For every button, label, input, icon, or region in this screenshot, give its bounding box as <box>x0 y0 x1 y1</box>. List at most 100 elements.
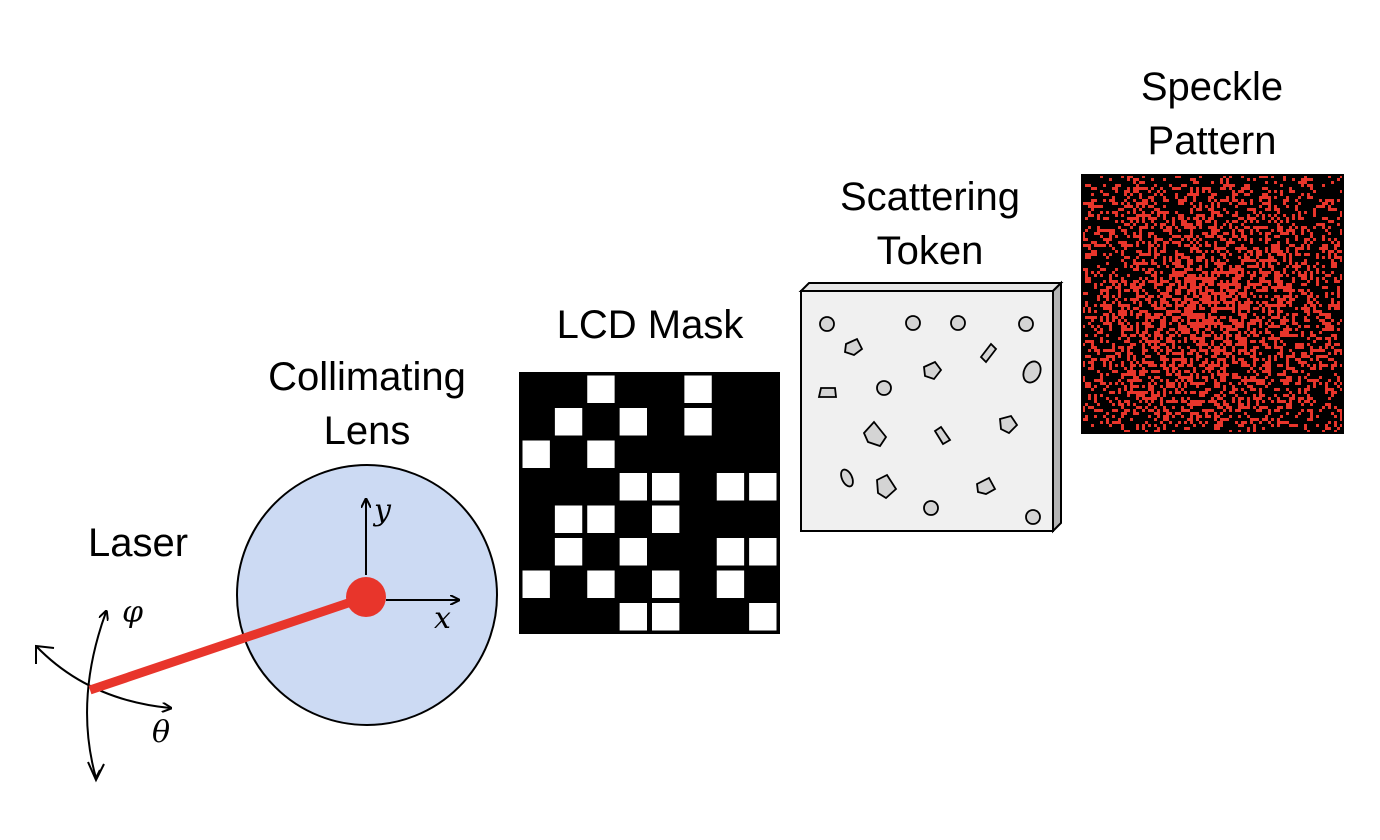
speckle-dot <box>1187 316 1190 319</box>
speckle-dot <box>1250 331 1253 334</box>
speckle-dot <box>1235 199 1238 202</box>
speckle-dot <box>1172 334 1175 337</box>
speckle-dot <box>1253 319 1256 322</box>
speckle-dot <box>1226 328 1229 331</box>
speckle-dot <box>1334 238 1337 241</box>
speckle-dot <box>1160 211 1163 214</box>
speckle-dot <box>1190 421 1193 424</box>
speckle-dot <box>1154 184 1157 187</box>
speckle-dot <box>1283 295 1286 298</box>
speckle-dot <box>1196 358 1199 361</box>
speckle-dot <box>1100 382 1103 385</box>
speckle-dot <box>1175 187 1178 190</box>
speckle-dot <box>1229 328 1232 331</box>
speckle-dot <box>1196 193 1199 196</box>
speckle-dot <box>1214 229 1217 232</box>
speckle-dot <box>1130 244 1133 247</box>
speckle-dot <box>1316 316 1319 319</box>
speckle-dot <box>1280 310 1283 313</box>
speckle-dot <box>1214 268 1217 271</box>
speckle-dot <box>1190 313 1193 316</box>
speckle-dot <box>1253 307 1256 310</box>
speckle-dot <box>1214 211 1217 214</box>
speckle-dot <box>1187 298 1190 301</box>
speckle-dot <box>1115 235 1118 238</box>
speckle-dot <box>1265 289 1268 292</box>
speckle-dot <box>1136 397 1139 400</box>
speckle-dot <box>1304 241 1307 244</box>
speckle-dot <box>1211 259 1214 262</box>
speckle-dot <box>1187 322 1190 325</box>
speckle-dot <box>1232 292 1235 295</box>
speckle-dot <box>1184 313 1187 316</box>
speckle-dot <box>1286 238 1289 241</box>
speckle-dot <box>1325 403 1328 406</box>
speckle-dot <box>1340 349 1343 352</box>
particle-ellipse <box>840 468 854 488</box>
speckle-dot <box>1223 367 1226 370</box>
speckle-dot <box>1145 202 1148 205</box>
speckle-dot <box>1214 334 1217 337</box>
speckle-dot <box>1280 373 1283 376</box>
speckle-dot <box>1304 427 1307 430</box>
speckle-dot <box>1220 253 1223 256</box>
speckle-dot <box>1193 400 1196 403</box>
speckle-dot <box>1238 403 1241 406</box>
speckle-dot <box>1226 283 1229 286</box>
speckle-dot <box>1130 265 1133 268</box>
speckle-dot <box>1166 349 1169 352</box>
speckle-dot <box>1157 346 1160 349</box>
speckle-dot <box>1301 307 1304 310</box>
speckle-dot <box>1199 256 1202 259</box>
speckle-dot <box>1325 247 1328 250</box>
speckle-dot <box>1268 421 1271 424</box>
speckle-dot <box>1094 334 1097 337</box>
speckle-dot <box>1121 241 1124 244</box>
speckle-dot <box>1178 304 1181 307</box>
speckle-dot <box>1268 205 1271 208</box>
speckle-dot <box>1292 322 1295 325</box>
speckle-dot <box>1094 244 1097 247</box>
speckle-dot <box>1277 397 1280 400</box>
speckle-dot <box>1160 319 1163 322</box>
speckle-dot <box>1310 235 1313 238</box>
scattering-token <box>798 280 1064 534</box>
speckle-dot <box>1301 331 1304 334</box>
speckle-dot <box>1238 268 1241 271</box>
speckle-dot <box>1244 307 1247 310</box>
speckle-dot <box>1331 241 1334 244</box>
speckle-dot <box>1124 373 1127 376</box>
speckle-dot <box>1199 238 1202 241</box>
speckle-dot <box>1157 427 1160 430</box>
speckle-dot <box>1142 427 1145 430</box>
speckle-dot <box>1208 400 1211 403</box>
speckle-dot <box>1223 346 1226 349</box>
speckle-dot <box>1103 268 1106 271</box>
speckle-dot <box>1262 337 1265 340</box>
speckle-dot <box>1277 316 1280 319</box>
token-label-line2: Token <box>877 229 984 273</box>
speckle-dot <box>1238 310 1241 313</box>
speckle-dot <box>1223 238 1226 241</box>
speckle-dot <box>1133 187 1136 190</box>
particle-polygon <box>844 337 864 357</box>
speckle-dot <box>1127 217 1130 220</box>
speckle-dot <box>1154 406 1157 409</box>
speckle-dot <box>1316 223 1319 226</box>
speckle-dot <box>1307 268 1310 271</box>
lcd-mask-open-cell <box>716 570 745 598</box>
speckle-dot <box>1226 220 1229 223</box>
speckle-dot <box>1319 247 1322 250</box>
speckle-dot <box>1199 400 1202 403</box>
speckle-dot <box>1115 220 1118 223</box>
speckle-dot <box>1085 292 1088 295</box>
speckle-dot <box>1160 271 1163 274</box>
speckle-dot <box>1121 316 1124 319</box>
speckle-dot <box>1328 313 1331 316</box>
speckle-dot <box>1307 298 1310 301</box>
speckle-dot <box>1334 406 1337 409</box>
speckle-dot <box>1286 265 1289 268</box>
speckle-dot <box>1127 187 1130 190</box>
speckle-dot <box>1193 313 1196 316</box>
